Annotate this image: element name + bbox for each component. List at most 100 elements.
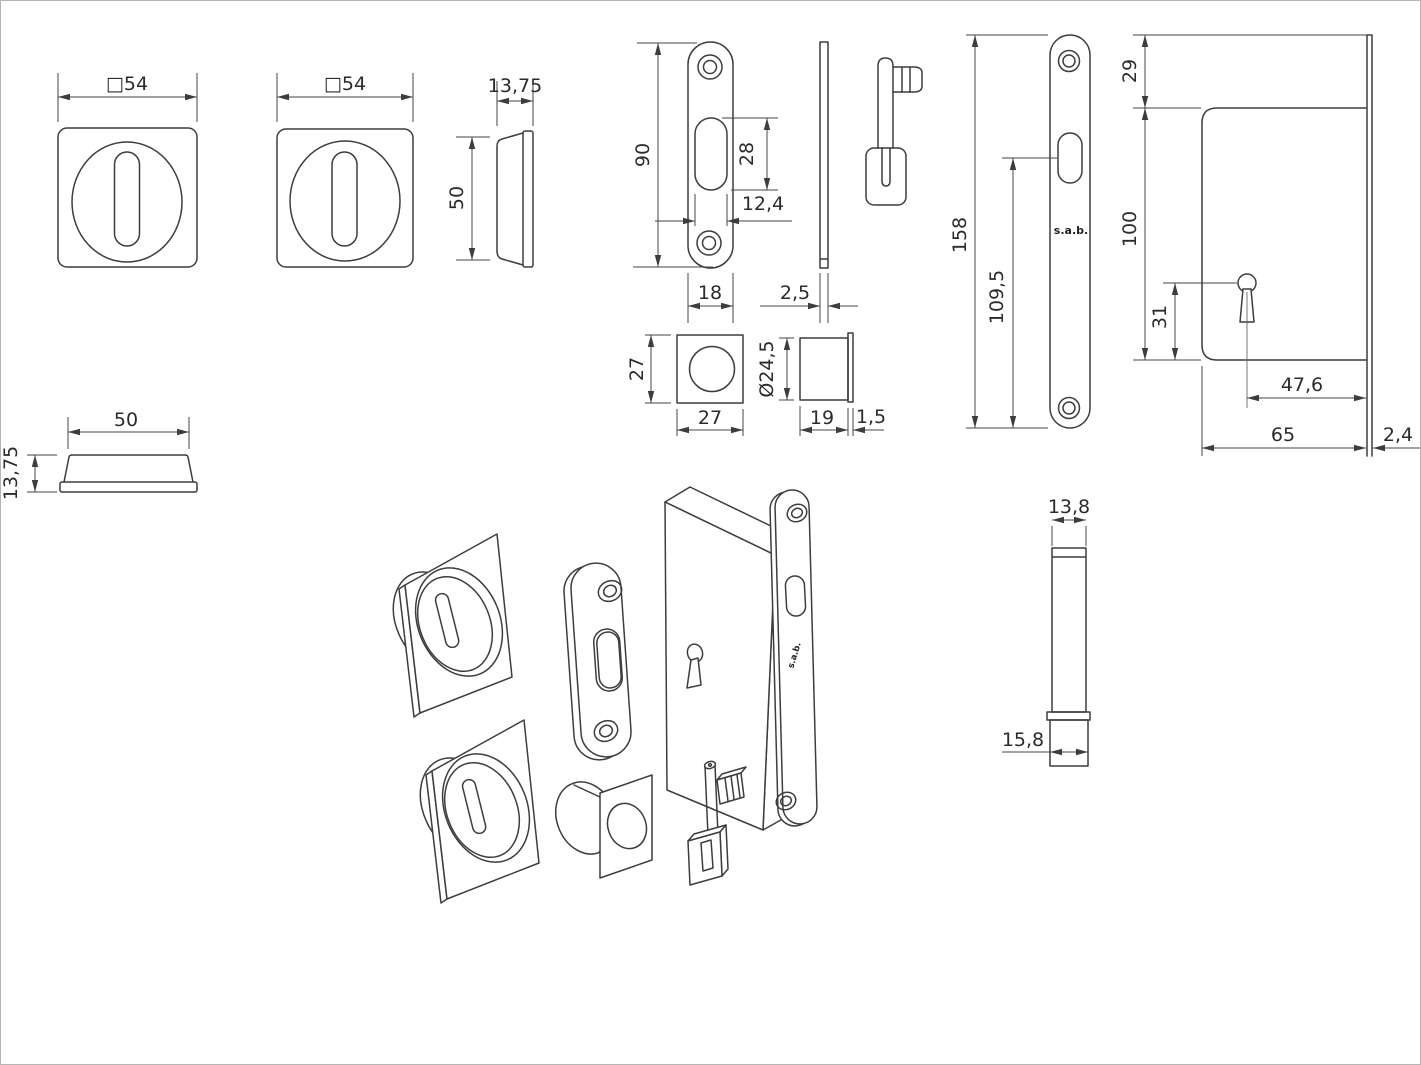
view-escutcheon-profile: 50 13,75 xyxy=(0,409,198,500)
view-dust-cup-3d xyxy=(554,774,653,879)
key-grip xyxy=(892,66,923,93)
cup-hole-3d xyxy=(606,802,648,850)
dim-label-profile-width: 50 xyxy=(114,409,138,431)
brand-label: s.a.b. xyxy=(1054,224,1088,237)
dim-label-profile-height: 13,75 xyxy=(0,446,22,500)
screw-hole xyxy=(697,54,723,80)
thumbturn-slot-3d xyxy=(434,592,460,649)
dim-label-dustbox-height: 27 xyxy=(626,357,648,381)
view-faceplate-front: s.a.b. 158 109,5 xyxy=(949,34,1091,429)
dim-label-faceplate-height: 158 xyxy=(949,217,971,253)
view-escutcheon-3d-2 xyxy=(405,719,546,904)
faceplate-edge xyxy=(1366,34,1373,457)
screw-hole-inner-3d xyxy=(598,724,614,738)
key-bit-slot xyxy=(881,147,891,187)
strike-plate-edge xyxy=(819,41,829,269)
key-bit-3d xyxy=(687,831,723,886)
dim-label-escutcheon1-width: □54 xyxy=(106,73,148,95)
strike-plate-3d xyxy=(570,562,632,758)
dim-label-faceplate-width: 15,8 xyxy=(1002,729,1044,751)
escutcheon-base-profile xyxy=(59,481,198,493)
view-lock-case-side: 29 100 31 47,6 65 2,4 xyxy=(1119,34,1420,457)
screw-hole-inner xyxy=(702,59,718,75)
faceplate-block-edge xyxy=(1049,719,1089,767)
screw-hole xyxy=(1057,396,1081,420)
dim-label-case-height: 100 xyxy=(1119,211,1141,247)
lock-case-outline xyxy=(1201,107,1367,361)
escutcheon-square-plate xyxy=(276,128,414,268)
screw-hole-inner-3d xyxy=(779,795,793,807)
escutcheon-cup-profile xyxy=(496,132,524,266)
faceplate-outline xyxy=(1049,34,1091,429)
screw-hole-inner xyxy=(1062,401,1076,415)
strike-plate-outline xyxy=(687,41,734,269)
dim-label-dustbox-diameter: Ø24,5 xyxy=(756,340,778,397)
dim-label-top-offset: 29 xyxy=(1119,59,1141,83)
key-shaft-dot-3d xyxy=(707,762,713,768)
latch-slot xyxy=(694,117,728,191)
view-escutcheon-side: 13,75 50 xyxy=(446,75,542,268)
key-bit-slot-3d xyxy=(700,839,714,872)
screw-hole-inner xyxy=(1062,54,1076,68)
view-dust-box-side: Ø24,5 19 1,5 xyxy=(756,332,886,436)
dust-box-hole xyxy=(688,345,736,393)
key-shaft xyxy=(877,57,894,149)
lock-case-edge xyxy=(1051,547,1087,713)
escutcheon-square-plate xyxy=(57,127,198,268)
cup-flange-3d xyxy=(599,774,653,879)
view-strike-plate-side: 2,5 xyxy=(760,41,858,323)
dim-label-slot-width: 12,4 xyxy=(742,193,784,215)
view-escutcheon-front-1: □54 xyxy=(57,73,198,268)
keyhole-stem-3d xyxy=(686,657,702,689)
key-bit xyxy=(865,147,907,206)
screw-hole xyxy=(696,230,722,256)
dust-box-square xyxy=(676,334,744,404)
dim-label-strike-height: 90 xyxy=(632,143,654,167)
dim-label-dustbox-width: 27 xyxy=(698,407,722,429)
latch-slot xyxy=(1057,132,1083,184)
dim-label-case-thickness: 13,8 xyxy=(1048,496,1090,518)
dim-label-slot-height: 28 xyxy=(736,142,758,166)
dim-label-keyhole-offset: 31 xyxy=(1149,305,1171,329)
screw-hole-3d xyxy=(593,719,619,743)
dim-label-escutcheon-height: 50 xyxy=(446,186,468,210)
escutcheon-recess-circle xyxy=(289,140,401,262)
dim-label-escutcheon-depth: 13,75 xyxy=(488,75,542,97)
dim-label-case-depth: 65 xyxy=(1271,424,1295,446)
latch-slot-3d xyxy=(784,575,807,617)
dim-label-dustbox-flange: 1,5 xyxy=(856,406,886,428)
thumbturn-slot xyxy=(331,151,358,247)
key-shaft-3d xyxy=(704,764,719,837)
faceplate-flange-edge xyxy=(1046,711,1091,721)
screw-hole-inner-3d xyxy=(790,507,804,519)
latch-slot-inner-3d xyxy=(596,631,622,689)
view-key-front xyxy=(865,57,923,206)
dim-label-strike-thickness: 2,5 xyxy=(780,282,810,304)
escutcheon-flange-profile xyxy=(522,130,534,268)
dim-label-keyhole-backset: 47,6 xyxy=(1281,374,1323,396)
recess-inner-3d xyxy=(416,575,494,673)
screw-hole-inner xyxy=(701,235,717,251)
escutcheon-plate-3d xyxy=(404,533,513,714)
recess-outer-3d xyxy=(414,567,504,677)
dim-label-slot-to-bottom: 109,5 xyxy=(986,270,1008,324)
dim-label-strike-width: 18 xyxy=(698,282,722,304)
latch-slot-3d xyxy=(592,628,624,692)
screw-hole xyxy=(1057,49,1081,73)
screw-hole-3d xyxy=(597,579,623,603)
dust-box-body xyxy=(799,337,849,401)
screw-hole-3d xyxy=(775,791,797,811)
faceplate-3d xyxy=(774,489,818,825)
dust-box-flange xyxy=(847,332,854,403)
view-lock-edge-profile: 13,8 15,8 xyxy=(1002,496,1091,767)
view-escutcheon-front-2: □54 xyxy=(276,73,414,268)
dim-label-dustbox-depth: 19 xyxy=(810,407,834,429)
view-lock-3d: s.a.b. xyxy=(664,486,818,831)
thumbturn-slot xyxy=(113,151,141,247)
lock-front-face-3d xyxy=(664,501,776,831)
view-key-3d xyxy=(687,760,747,886)
view-dust-box-front: 27 27 xyxy=(626,334,744,436)
escutcheon-dome-profile xyxy=(63,454,194,483)
key-shaft-top-3d xyxy=(703,760,717,770)
